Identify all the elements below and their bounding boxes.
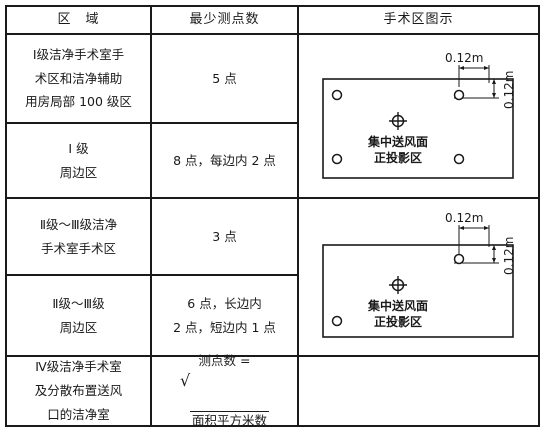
- corner-point-icon: [453, 89, 465, 101]
- supply-air-rect: [322, 78, 514, 179]
- arrow-icon: [492, 93, 496, 98]
- formula-radicand: 面积平方米数: [189, 411, 269, 428]
- formula-radical: √ 面积平方米数: [180, 371, 269, 431]
- row-points: 3 点: [212, 228, 237, 244]
- arrow-icon: [484, 66, 489, 70]
- row-points: 8 点，每边内 2 点: [173, 152, 276, 168]
- row-zone: Ⅱ级～Ⅲ级洁净 手术室手术区: [39, 216, 118, 256]
- sqrt-icon: √: [179, 371, 191, 390]
- diagram-1-drawing: 0.12m 0.12m 集中送风面 正投影区: [322, 51, 516, 179]
- table-rule: [297, 5, 299, 427]
- surgical-zone-diagram-1: 0.12m 0.12m 集中送风面 正投影区: [299, 35, 538, 197]
- table-rule: [5, 33, 540, 35]
- header-diagram: 手术区图示: [383, 11, 454, 27]
- surgical-zone-diagram-2: 0.12m 0.12m 集中送风面 正投影区: [299, 199, 538, 355]
- table-rule: [5, 355, 540, 357]
- dim-label-h: 0.12m: [445, 211, 483, 225]
- row-zone: Ⅰ级洁净手术室手 术区和洁净辅助 用房局部 100 级区: [25, 46, 132, 110]
- diagram-caption-2: 正投影区: [374, 150, 422, 165]
- row-points-formula: 测点数 = √ 面积平方米数: [152, 353, 297, 428]
- corner-point-icon: [331, 153, 343, 165]
- row-zone: Ⅱ级～Ⅲ级 周边区: [52, 295, 105, 335]
- diagram-2-drawing: 0.12m 0.12m 集中送风面 正投影区: [322, 211, 516, 338]
- dim-label-h: 0.12m: [445, 51, 483, 65]
- diagram-caption-1: 集中送风面: [367, 298, 428, 313]
- diagram-caption-2: 正投影区: [374, 314, 422, 329]
- diagram-caption-1: 集中送风面: [367, 134, 428, 149]
- corner-point-icon: [453, 153, 465, 165]
- row-zone: Ⅳ级洁净手术室 及分散布置送风 口的洁净室: [34, 359, 123, 422]
- arrow-icon: [492, 245, 496, 250]
- row-points: 6 点，长边内 2 点，短边内 1 点: [173, 295, 276, 335]
- table-rule: [150, 5, 152, 427]
- header-zone: 区 域: [57, 11, 100, 27]
- arrow-icon: [484, 226, 489, 230]
- table-border-left: [5, 5, 7, 427]
- dim-label-v: 0.12m: [502, 71, 516, 109]
- table-border-top: [5, 5, 540, 7]
- corner-point-icon: [331, 315, 343, 327]
- arrow-icon: [459, 226, 464, 230]
- arrow-icon: [492, 79, 496, 84]
- dim-label-v: 0.12m: [502, 237, 516, 275]
- table-border-right: [538, 5, 540, 427]
- arrow-icon: [459, 66, 464, 70]
- corner-point-icon: [331, 89, 343, 101]
- supply-air-rect: [322, 244, 514, 338]
- table-border-bottom: [5, 425, 540, 427]
- corner-point-icon: [453, 253, 465, 265]
- table-rule: [5, 197, 540, 199]
- row-zone: Ⅰ 级 周边区: [59, 140, 98, 180]
- row-points: 5 点: [212, 70, 237, 86]
- arrow-icon: [492, 258, 496, 263]
- header-min-points: 最少测点数: [189, 11, 260, 27]
- formula-label: 测点数 =: [198, 353, 251, 368]
